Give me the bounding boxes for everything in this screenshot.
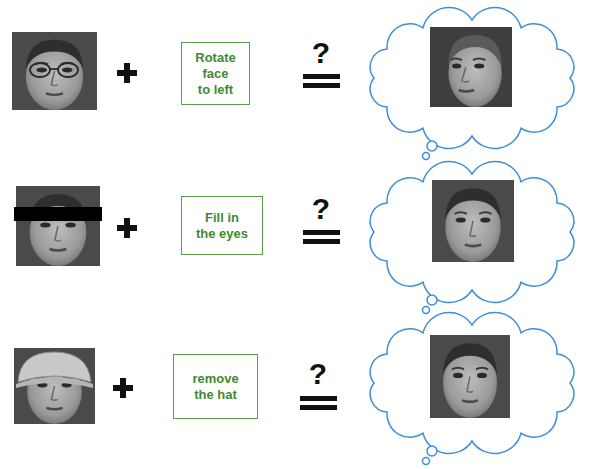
question-mark: ? (301, 194, 341, 224)
face-photo (12, 32, 97, 110)
face-photo (430, 335, 510, 418)
thought-cloud (370, 312, 574, 464)
plus-sign (117, 218, 137, 238)
face-photo (432, 180, 514, 262)
instruction-text: Rotate face to left (195, 50, 236, 98)
face-photo (14, 348, 95, 424)
instruction-box: remove the hat (173, 354, 258, 419)
instruction-text: remove the hat (191, 371, 241, 403)
question-mark: ? (301, 38, 341, 68)
instruction-box: Rotate face to left (181, 42, 250, 105)
instruction-text: Fill in the eyes (195, 210, 249, 242)
face-photo (14, 186, 102, 266)
face-photo (430, 27, 512, 107)
equals-sign (303, 230, 340, 244)
equals-sign (303, 74, 340, 88)
instruction-box: Fill in the eyes (181, 196, 263, 255)
plus-sign (117, 63, 137, 83)
thought-cloud (370, 161, 574, 313)
plus-sign (113, 378, 133, 398)
equals-sign (300, 396, 337, 410)
question-mark: ? (298, 359, 338, 389)
thought-cloud (370, 7, 574, 159)
